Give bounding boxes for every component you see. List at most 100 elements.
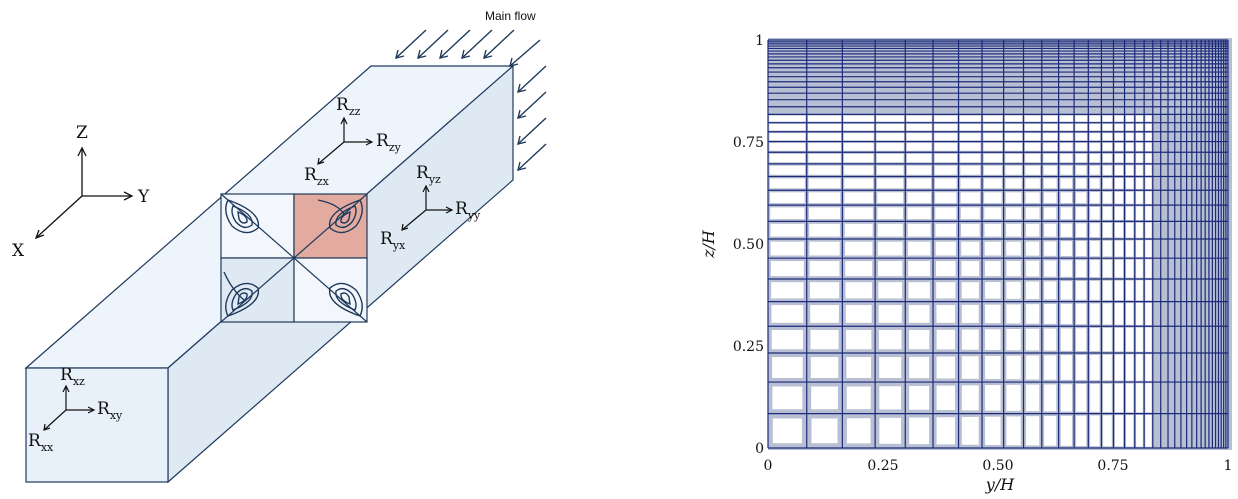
mesh-cell (1145, 177, 1152, 190)
axis-x-label: X (12, 241, 25, 261)
mesh-x-tick-label: 0.50 (982, 458, 1013, 474)
mesh-cell (1006, 329, 1021, 351)
secondary-flow-vortices (223, 199, 363, 317)
mesh-cell (1115, 222, 1124, 238)
mesh-cell (961, 416, 979, 445)
mesh-cell (811, 418, 838, 444)
mesh-cell (1145, 206, 1152, 221)
axis-z-label: Z (76, 123, 88, 143)
duct-schematic: Main flow Z Y X Rxz Rxy Rxx Rzz Rzy Rzx … (12, 9, 547, 484)
mesh-cell (845, 305, 872, 323)
mesh-cell (1145, 354, 1152, 381)
mesh-cell (843, 123, 874, 131)
mesh-cell (1103, 303, 1112, 325)
mesh-cell (769, 153, 806, 163)
mesh-cell (1115, 240, 1124, 257)
mesh-cell (808, 178, 841, 189)
mesh-cell (1006, 241, 1021, 256)
mesh-cell (959, 133, 981, 141)
mesh-cell (878, 282, 903, 299)
mesh-cell (1125, 415, 1134, 447)
mesh-cell (1115, 153, 1124, 163)
mesh-cell (1060, 207, 1072, 220)
mesh-cell (1145, 222, 1152, 238)
mesh-cell (1024, 115, 1041, 122)
mesh-cell (877, 178, 904, 189)
mesh-cell (1136, 191, 1143, 204)
mesh-cell (1090, 165, 1100, 175)
mesh-cell (961, 223, 980, 237)
mesh-cell (1060, 281, 1072, 300)
mesh-cell (983, 115, 1003, 122)
mesh-cell (811, 386, 838, 410)
mesh-cell (1026, 355, 1040, 380)
mesh-cell (1102, 123, 1113, 131)
mesh-cell (1059, 115, 1073, 122)
mesh-cell (1125, 115, 1134, 122)
coordinate-axes (34, 146, 134, 240)
mesh-cell (1043, 133, 1058, 141)
mesh-cell (1145, 259, 1152, 278)
mesh-cell (985, 356, 1001, 380)
mesh-cell (1024, 123, 1041, 131)
mesh-cell (961, 241, 980, 256)
mesh-cell (810, 305, 839, 323)
mesh-cell (934, 115, 958, 122)
mesh-cell (934, 143, 958, 151)
mesh-cell (1076, 303, 1087, 325)
mesh-cell (1043, 192, 1057, 204)
mesh-cell (1136, 280, 1143, 301)
mesh-cell (1125, 191, 1134, 204)
mesh-cell (1145, 191, 1152, 204)
component-xz: Rxz (60, 365, 85, 388)
mesh-cell (1006, 416, 1021, 446)
mesh-cell (935, 192, 957, 204)
mesh-cell (907, 178, 932, 189)
mesh-cells (769, 115, 1152, 447)
mesh-cell (770, 261, 804, 277)
mesh-cell (769, 178, 805, 189)
mesh-y-tick-label: 0.50 (733, 237, 764, 253)
mesh-cell (1115, 191, 1124, 204)
mesh-cell (906, 115, 932, 122)
mesh-cell (1026, 304, 1040, 324)
mesh-cell (1136, 383, 1143, 413)
mesh-cell (1076, 328, 1087, 351)
mesh-cell (934, 123, 958, 131)
mesh-cell (1102, 143, 1112, 151)
mesh-cell (772, 418, 802, 444)
mesh-cell (907, 192, 931, 204)
mesh-cell (1145, 123, 1152, 131)
mesh-cell (984, 192, 1002, 204)
mesh-y-tick-label: 0.25 (733, 339, 764, 355)
mesh-cell (985, 329, 1001, 350)
mesh-cell (1005, 207, 1022, 220)
mesh-cell (1060, 223, 1072, 237)
mesh-cell (1115, 178, 1124, 189)
mesh-cell (1136, 354, 1143, 381)
mesh-cell (1005, 165, 1022, 175)
mesh-cell (879, 417, 902, 444)
mesh-cell (934, 153, 957, 163)
mesh-cell (1114, 123, 1124, 131)
mesh-cell (1136, 259, 1143, 278)
mesh-cell (1090, 303, 1100, 325)
mesh-cell (772, 357, 803, 378)
mesh-cell (1090, 206, 1100, 220)
mesh-cell (1060, 384, 1072, 412)
mesh-cell (1103, 191, 1112, 204)
mesh-cell (1024, 133, 1041, 141)
mesh-cell (983, 133, 1003, 141)
mesh-cell (1125, 240, 1134, 257)
mesh-cell (1090, 280, 1100, 300)
mesh-cell (984, 207, 1002, 220)
component-zy: Rzy (376, 131, 402, 154)
mesh-cell (1090, 328, 1100, 352)
mesh-cell (1125, 123, 1134, 131)
mesh-y-tick-label: 1 (755, 33, 764, 49)
mesh-cell (810, 357, 839, 378)
mesh-cell (1089, 153, 1100, 163)
mesh-cell (1075, 153, 1087, 163)
